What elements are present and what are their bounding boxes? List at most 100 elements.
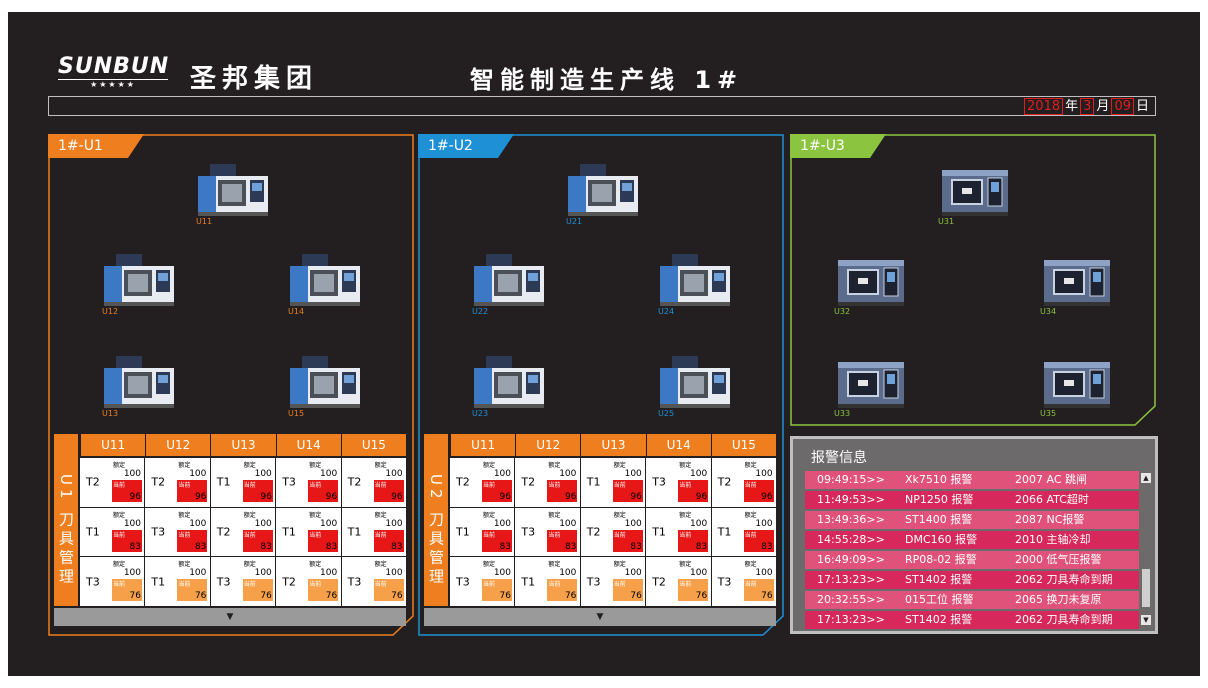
machine-u22[interactable]: U22 [472, 252, 546, 316]
cnc-machine-icon [658, 356, 732, 414]
machine-u13[interactable]: U13 [102, 354, 176, 418]
machine-label: U35 [1040, 409, 1057, 418]
machine-u11[interactable]: U11 [196, 162, 270, 226]
machine-u31[interactable]: U31 [938, 162, 1012, 226]
machine-u23[interactable]: U23 [472, 354, 546, 418]
machine-u32[interactable]: U32 [834, 252, 908, 316]
machine-u35[interactable]: U35 [1040, 354, 1114, 418]
machine-u21[interactable]: U21 [566, 162, 640, 226]
machine-u25[interactable]: U25 [658, 354, 732, 418]
tool-column-header: U12 [515, 434, 581, 456]
tool-expand-button[interactable]: ▼ [54, 608, 406, 626]
year-unit: 年 [1065, 99, 1079, 114]
tool-column-header: U12 [145, 434, 211, 456]
current-label: 当前 [679, 482, 692, 489]
rated-value: 100 [624, 518, 642, 529]
rated-value: 100 [559, 518, 577, 529]
current-label: 当前 [178, 482, 191, 489]
current-label: 当前 [483, 482, 496, 489]
current-label: 当前 [679, 531, 692, 539]
machine-u24[interactable]: U24 [658, 252, 732, 316]
machine-u12[interactable]: U12 [102, 252, 176, 316]
tool-id: T3 [282, 475, 296, 489]
tool-id: T1 [586, 475, 601, 489]
machine-u34[interactable]: U34 [1040, 252, 1114, 316]
machine-u33[interactable]: U33 [834, 354, 908, 418]
machine-label: U33 [834, 409, 851, 418]
scroll-down-icon[interactable]: ▼ [1141, 615, 1151, 625]
scroll-up-icon[interactable]: ▲ [1141, 473, 1151, 483]
cnc-machine-icon [196, 164, 270, 222]
machine-label: U13 [102, 409, 119, 418]
cnc-machine-icon [938, 170, 1012, 222]
machine-u15[interactable]: U15 [288, 354, 362, 418]
tool-expand-button[interactable]: ▼ [424, 608, 776, 626]
tool-id: T2 [521, 475, 536, 489]
alarm-scrollbar[interactable]: ▲ ▼ [1141, 473, 1151, 625]
rated-label: 额定 [178, 561, 191, 569]
rated-value: 100 [385, 568, 403, 579]
current-label: 当前 [374, 581, 387, 589]
machine-label: U12 [102, 307, 119, 316]
rated-label: 额定 [243, 511, 256, 519]
machine-label: U11 [196, 217, 213, 226]
machine-u14[interactable]: U14 [288, 252, 362, 316]
scroll-thumb[interactable] [1142, 569, 1150, 607]
tool-id: T3 [456, 575, 470, 589]
rated-label: 额定 [178, 462, 191, 469]
alarm-message: 2065 换刀未复原 [1015, 593, 1102, 606]
tool-id: T1 [347, 525, 362, 539]
current-value: 76 [194, 591, 207, 602]
